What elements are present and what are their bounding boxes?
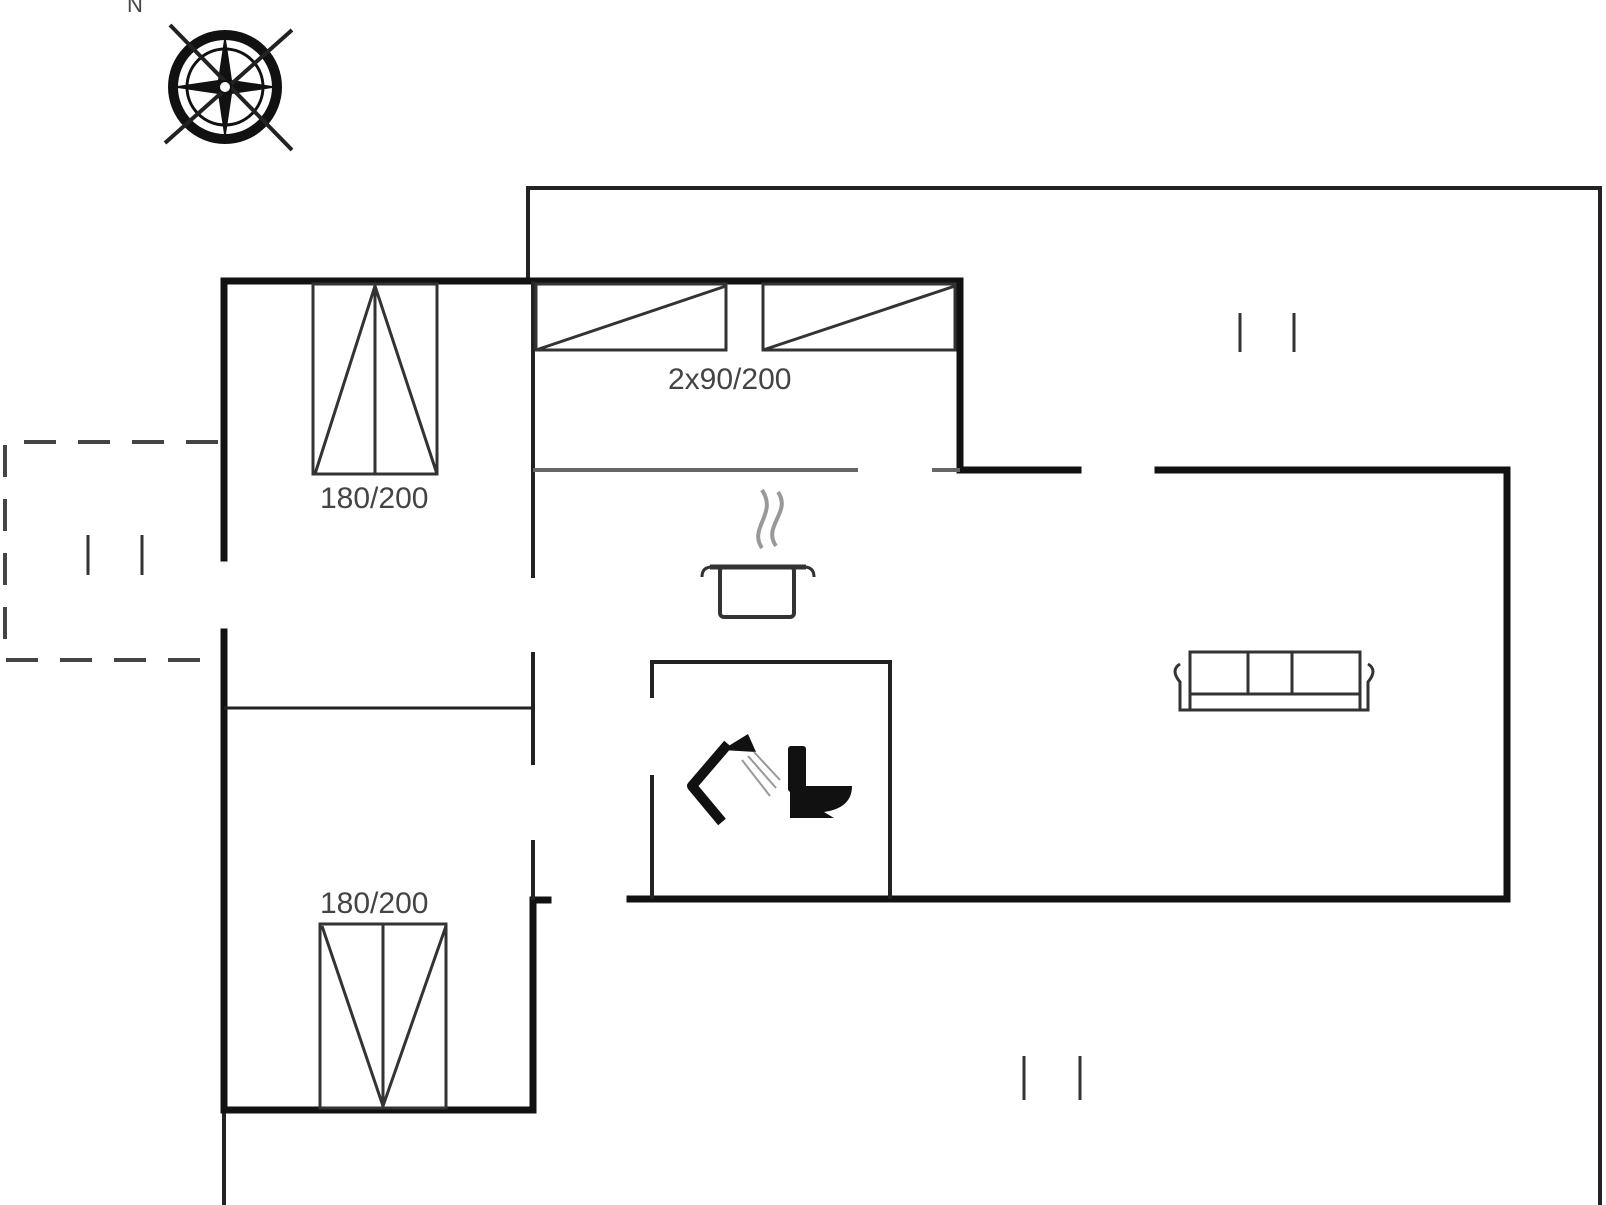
- compass-rose-icon: N: [127, 0, 294, 152]
- shower-icon: [687, 734, 781, 826]
- door-opening-icon: [86, 535, 144, 575]
- door-opening-icon: [1022, 1056, 1082, 1100]
- bed-label-top-left: 180/200: [320, 482, 428, 515]
- terrace-outline: [526, 186, 1602, 1205]
- bed-label-bottom-left: 180/200: [320, 887, 428, 920]
- interior-walls: [224, 281, 960, 900]
- annex-outline: [3, 440, 218, 662]
- double-bed-bottom: [318, 922, 448, 1111]
- single-beds: [534, 282, 957, 352]
- toilet-icon: [788, 746, 852, 818]
- north-label: N: [127, 0, 143, 17]
- main-walls: [220, 277, 1511, 1114]
- door-opening-icon: [1238, 313, 1296, 352]
- sofa-icon: [1173, 650, 1375, 712]
- bed-label-twin: 2x90/200: [668, 363, 791, 396]
- pot-icon: [700, 488, 816, 619]
- double-bed-top: [311, 281, 439, 476]
